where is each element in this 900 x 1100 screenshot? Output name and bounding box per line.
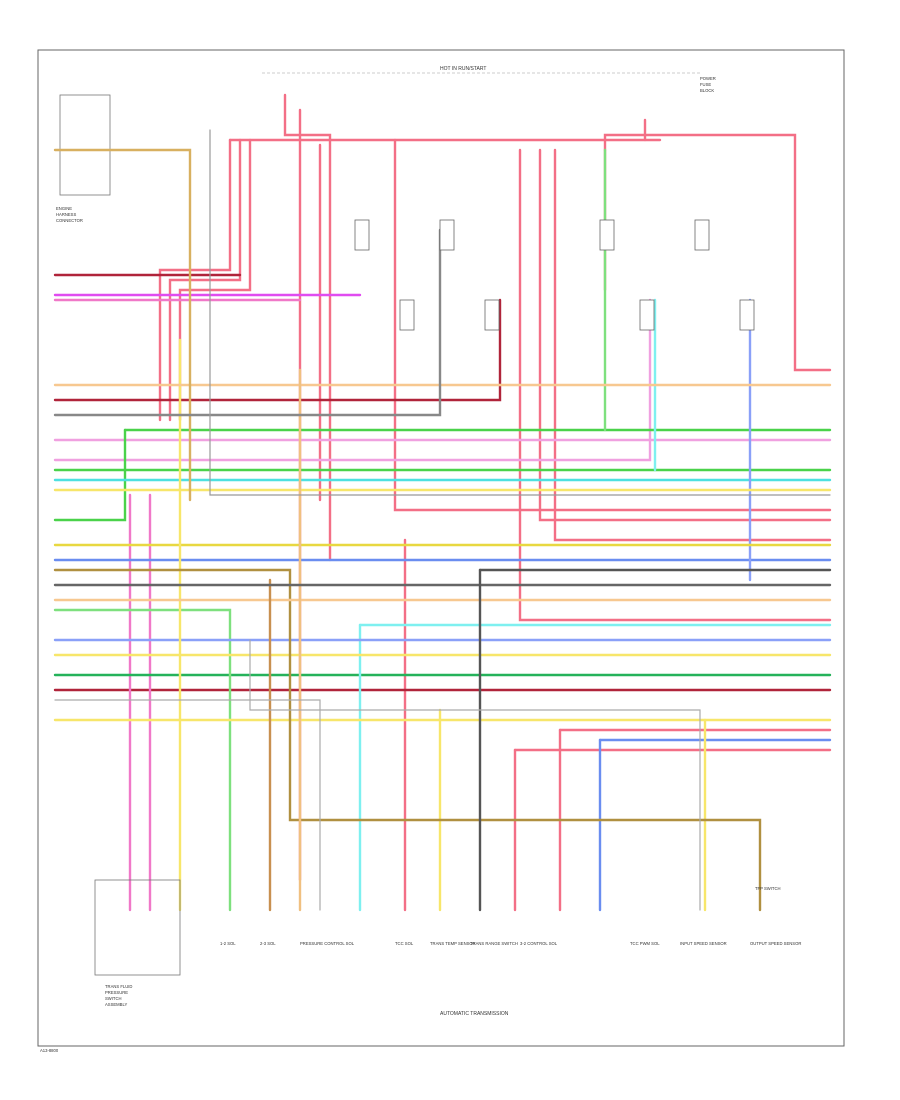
trans-fluid-pressure-switch-label: TRANS FLUID PRESSURE SWITCH ASSEMBLY xyxy=(105,984,132,1007)
component-label: 1-2 SOL xyxy=(220,941,236,946)
svg-text:TRANS FLUID: TRANS FLUID xyxy=(105,984,132,989)
trans-fluid-pressure-switch xyxy=(94,879,181,976)
svg-text:HARNESS: HARNESS xyxy=(56,212,76,217)
component-label: 2-3 SOL xyxy=(260,941,276,946)
component-label: TCC PWM SOL xyxy=(630,941,660,946)
svg-text:ASSEMBLY: ASSEMBLY xyxy=(105,1002,127,1007)
component-label: OUTPUT SPEED SENSOR xyxy=(750,941,801,946)
svg-text:SWITCH: SWITCH xyxy=(105,996,122,1001)
diagram-frame xyxy=(37,49,845,1047)
section-label: AUTOMATIC TRANSMISSION xyxy=(440,1011,509,1017)
component-label: PRESSURE CONTROL SOL xyxy=(300,941,355,946)
bottom-component-labels: 1-2 SOL 2-3 SOL PRESSURE CONTROL SOL TCC… xyxy=(220,886,801,946)
component-label: INPUT SPEED SENSOR xyxy=(680,941,727,946)
component-label: TRANS TEMP SENSOR xyxy=(430,941,476,946)
svg-text:FUSE: FUSE xyxy=(700,82,711,87)
component-label: TFP SWITCH xyxy=(755,886,781,891)
svg-text:PRESSURE: PRESSURE xyxy=(105,990,128,995)
engine-harness-connector xyxy=(59,94,111,196)
svg-text:CONNECTOR: CONNECTOR xyxy=(56,218,83,223)
top-bus-label: HOT IN RUN/START xyxy=(440,66,486,72)
footer-code: A13-8800 xyxy=(40,1048,59,1053)
svg-text:BLOCK: BLOCK xyxy=(700,88,714,93)
component-label: TRANS RANGE SWITCH xyxy=(470,941,518,946)
wire-group xyxy=(53,93,832,912)
solenoid-symbols xyxy=(354,219,755,331)
svg-text:ENGINE: ENGINE xyxy=(56,206,72,211)
component-label: TCC SOL xyxy=(395,941,414,946)
power-fuse-block-label: POWER FUSE BLOCK xyxy=(700,76,716,93)
engine-harness-connector-label: ENGINE HARNESS CONNECTOR xyxy=(56,206,83,223)
component-label: 3-2 CONTROL SOL xyxy=(520,941,558,946)
svg-text:POWER: POWER xyxy=(700,76,716,81)
